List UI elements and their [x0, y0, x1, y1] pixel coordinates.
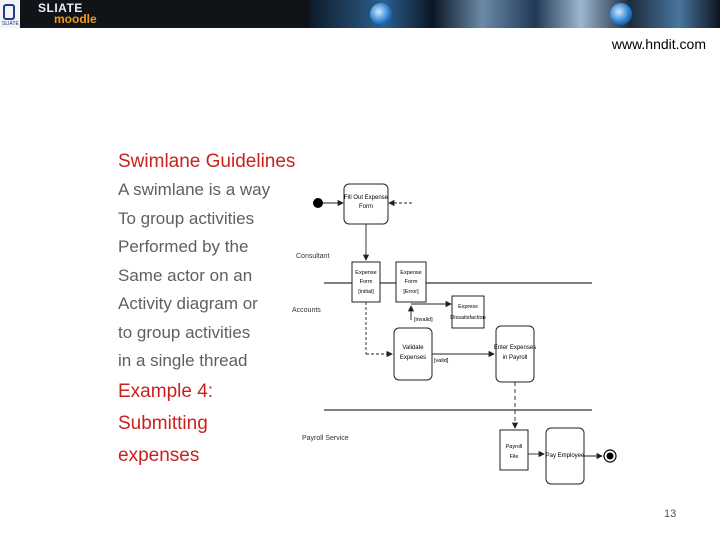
guard-valid: [valid]: [434, 358, 449, 364]
example-line: Submitting: [118, 412, 208, 434]
node-label: Form: [360, 279, 373, 285]
brand-bottom-text: moodle: [54, 12, 97, 26]
end-node-core: [606, 452, 614, 460]
brand-logo: SLIATE moodle: [24, 0, 104, 28]
body-line: Performed by the: [118, 237, 249, 256]
object-payroll-file: [499, 429, 529, 471]
banner-photo-strip: [310, 0, 720, 28]
brand-top-text: SLIATE: [38, 1, 83, 15]
body-line: Activity diagram or: [118, 294, 258, 313]
top-banner: SLIATE SLIATE moodle: [0, 0, 720, 28]
page-number: 13: [664, 508, 677, 520]
node-label: Expenses: [400, 355, 426, 361]
body-line: in a single thread: [118, 351, 248, 370]
node-label: [initial]: [358, 289, 374, 295]
body-line: A swimlane is a way: [118, 180, 271, 199]
guard-invalid: [invalid]: [414, 317, 433, 323]
lane-label: Accounts: [292, 307, 321, 314]
site-url: www.hndit.com: [611, 36, 706, 52]
body-line: to group activities: [118, 322, 251, 342]
object-expense-form-error: [395, 261, 427, 303]
node-label: Enter Expenses: [494, 345, 536, 351]
node-label: File: [510, 454, 519, 460]
object-expense-form-initial: [351, 261, 381, 303]
start-node: [313, 198, 323, 208]
node-label: Express: [458, 304, 478, 310]
logo-small-text: SLIATE: [2, 21, 19, 27]
lane-label: Consultant: [296, 253, 330, 260]
node-label: Expense: [355, 270, 376, 276]
node-label: Form: [405, 279, 418, 285]
node-label: Fill Out Expense: [344, 195, 389, 201]
node-label: Dissatisfaction: [450, 315, 485, 321]
node-label: Expense: [400, 270, 421, 276]
example-line: expenses: [118, 444, 200, 466]
logo-emblem-icon: [3, 4, 15, 20]
activity-express-dissatisfaction: [451, 295, 485, 329]
node-label: Validate: [402, 345, 424, 351]
sliate-logo: SLIATE: [0, 0, 20, 28]
globe-icon: [370, 3, 392, 25]
example-line: Example 4:: [118, 380, 214, 402]
lane-label: Payroll Service: [302, 435, 349, 442]
slide-title: Swimlane Guidelines: [118, 151, 296, 172]
body-line: Same actor on an: [118, 265, 253, 285]
swimlane-diagram: Consultant Accounts Payroll Service Fill…: [292, 183, 617, 485]
node-label: [Error]: [403, 289, 419, 295]
body-line: To group activities: [118, 208, 255, 228]
node-label: in Payroll: [503, 355, 528, 361]
activity-validate-expenses: [393, 327, 433, 381]
globe-icon: [610, 3, 632, 25]
node-label: Form: [359, 204, 373, 210]
node-label: Pay Employee: [546, 453, 585, 459]
slide-text: Swimlane Guidelines A swimlane is a way …: [118, 148, 308, 472]
node-label: Payroll: [506, 444, 523, 450]
activity-enter-expenses-in-payroll: [495, 325, 535, 383]
